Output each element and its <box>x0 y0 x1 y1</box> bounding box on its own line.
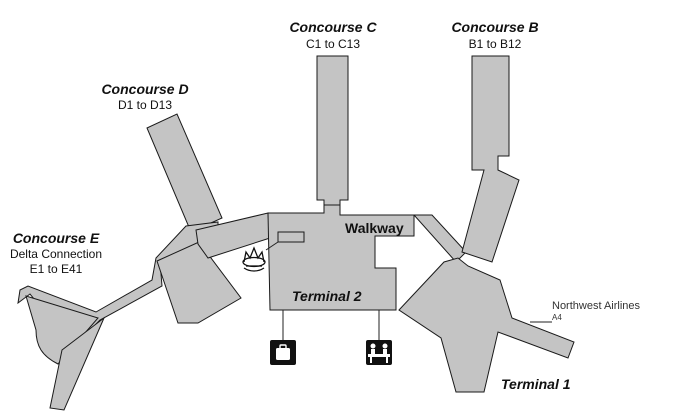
concourse-c-pier <box>316 55 349 215</box>
crown-room-icon <box>242 246 266 272</box>
connector-corridor <box>195 212 271 259</box>
concourse-e-gates: E1 to E41 <box>29 262 83 276</box>
concourse-e-airline: Delta Connection <box>9 247 103 261</box>
concourse-c-gates: C1 to C13 <box>305 37 361 51</box>
terminal-1-label: Terminal 1 <box>501 376 571 392</box>
walkway-corridor <box>412 214 467 263</box>
concourse-b-title: Concourse B <box>451 19 539 35</box>
concourse-d-gates: D1 to D13 <box>117 98 173 112</box>
terminal-1-building <box>398 257 575 393</box>
terminal-2-building <box>267 204 415 311</box>
concourse-e-hub <box>156 241 242 324</box>
concourse-b-gates: B1 to B12 <box>468 37 522 51</box>
northwest-gate: A4 <box>552 313 562 322</box>
concourse-d-pier <box>146 113 223 233</box>
concourse-e-title: Concourse E <box>12 230 100 246</box>
walkway-label: Walkway <box>345 220 404 236</box>
crown-room-box <box>277 231 305 243</box>
concourse-c-title: Concourse C <box>289 19 377 35</box>
crown-room-leader <box>265 241 279 251</box>
northwest-label: Northwest Airlines <box>552 300 641 312</box>
concourse-e-stem <box>49 316 106 411</box>
terminal-2-label: Terminal 2 <box>292 288 362 304</box>
concourse-b-pier <box>461 55 520 263</box>
baggage-claim-icon <box>270 340 296 365</box>
concourse-d-title: Concourse D <box>101 81 189 97</box>
ticket-counter-icon <box>366 340 392 365</box>
concourse-e-end <box>25 295 99 365</box>
